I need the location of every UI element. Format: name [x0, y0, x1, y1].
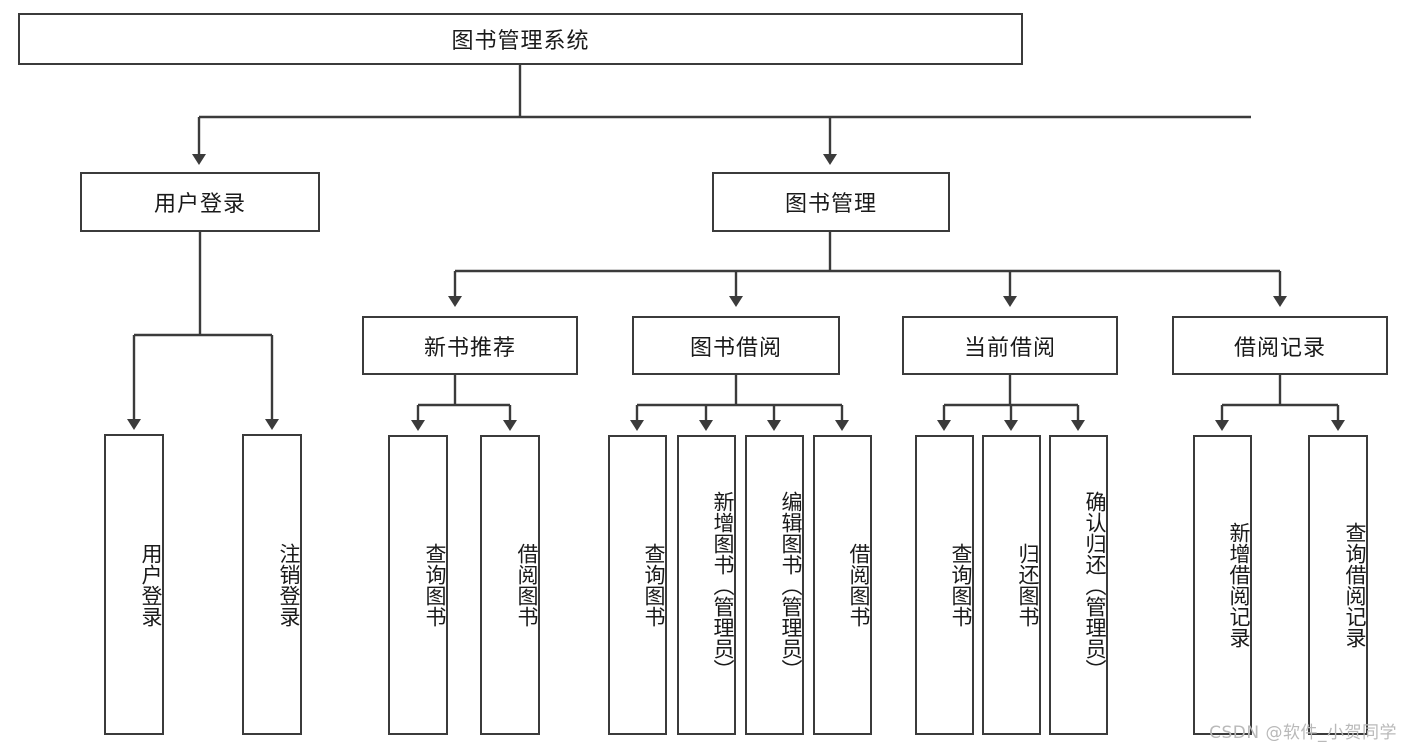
- node-user-login[interactable]: 用户登录: [80, 172, 320, 232]
- node-label: 编辑图书（管理员）: [779, 490, 803, 680]
- leaf-recommend-borrow-book[interactable]: 借阅图书: [480, 435, 540, 735]
- node-borrow-record[interactable]: 借阅记录: [1172, 316, 1388, 375]
- node-label: 新增借阅记录: [1227, 522, 1251, 648]
- node-label: 用户登录: [153, 192, 246, 217]
- node-label: 借阅图书: [847, 543, 871, 627]
- node-current-borrow[interactable]: 当前借阅: [902, 316, 1118, 375]
- node-label: 借阅记录: [1233, 335, 1326, 361]
- node-book-borrow[interactable]: 图书借阅: [632, 316, 840, 375]
- node-label: 新增图书（管理员）: [711, 490, 735, 680]
- leaf-borrow-query-book[interactable]: 查询图书: [608, 435, 667, 735]
- node-label: 图书借阅: [689, 335, 782, 361]
- node-label: 注销登录: [277, 542, 301, 627]
- leaf-record-add-record[interactable]: 新增借阅记录: [1193, 435, 1252, 735]
- node-label: 当前借阅: [963, 335, 1056, 361]
- node-label: 查询图书: [949, 543, 973, 627]
- leaf-borrow-edit-book-admin[interactable]: 编辑图书（管理员）: [745, 435, 804, 735]
- leaf-record-query-record[interactable]: 查询借阅记录: [1308, 435, 1368, 735]
- node-label: 图书管理系统: [451, 29, 590, 54]
- node-label: 查询图书: [423, 543, 447, 627]
- node-root-library-system[interactable]: 图书管理系统: [18, 13, 1023, 65]
- leaf-current-confirm-return-admin[interactable]: 确认归还（管理员）: [1049, 435, 1108, 735]
- leaf-current-return-book[interactable]: 归还图书: [982, 435, 1041, 735]
- leaf-recommend-query-book[interactable]: 查询图书: [388, 435, 448, 735]
- node-label: 新书推荐: [423, 335, 516, 361]
- node-label: 确认归还（管理员）: [1083, 490, 1107, 680]
- leaf-borrow-borrow-book[interactable]: 借阅图书: [813, 435, 872, 735]
- node-label: 借阅图书: [515, 543, 539, 627]
- node-label: 图书管理: [784, 192, 877, 217]
- node-label: 归还图书: [1016, 543, 1040, 627]
- node-new-book-recommend[interactable]: 新书推荐: [362, 316, 578, 375]
- leaf-user-login-signout[interactable]: 注销登录: [242, 434, 302, 735]
- node-label: 查询图书: [642, 543, 666, 627]
- node-book-management[interactable]: 图书管理: [712, 172, 950, 232]
- csdn-watermark: CSDN @软件_小贺同学: [1209, 723, 1397, 743]
- leaf-borrow-add-book-admin[interactable]: 新增图书（管理员）: [677, 435, 736, 735]
- node-label: 用户登录: [139, 542, 163, 627]
- node-label: 查询借阅记录: [1343, 522, 1367, 648]
- leaf-current-query-book[interactable]: 查询图书: [915, 435, 974, 735]
- leaf-user-login-signin[interactable]: 用户登录: [104, 434, 164, 735]
